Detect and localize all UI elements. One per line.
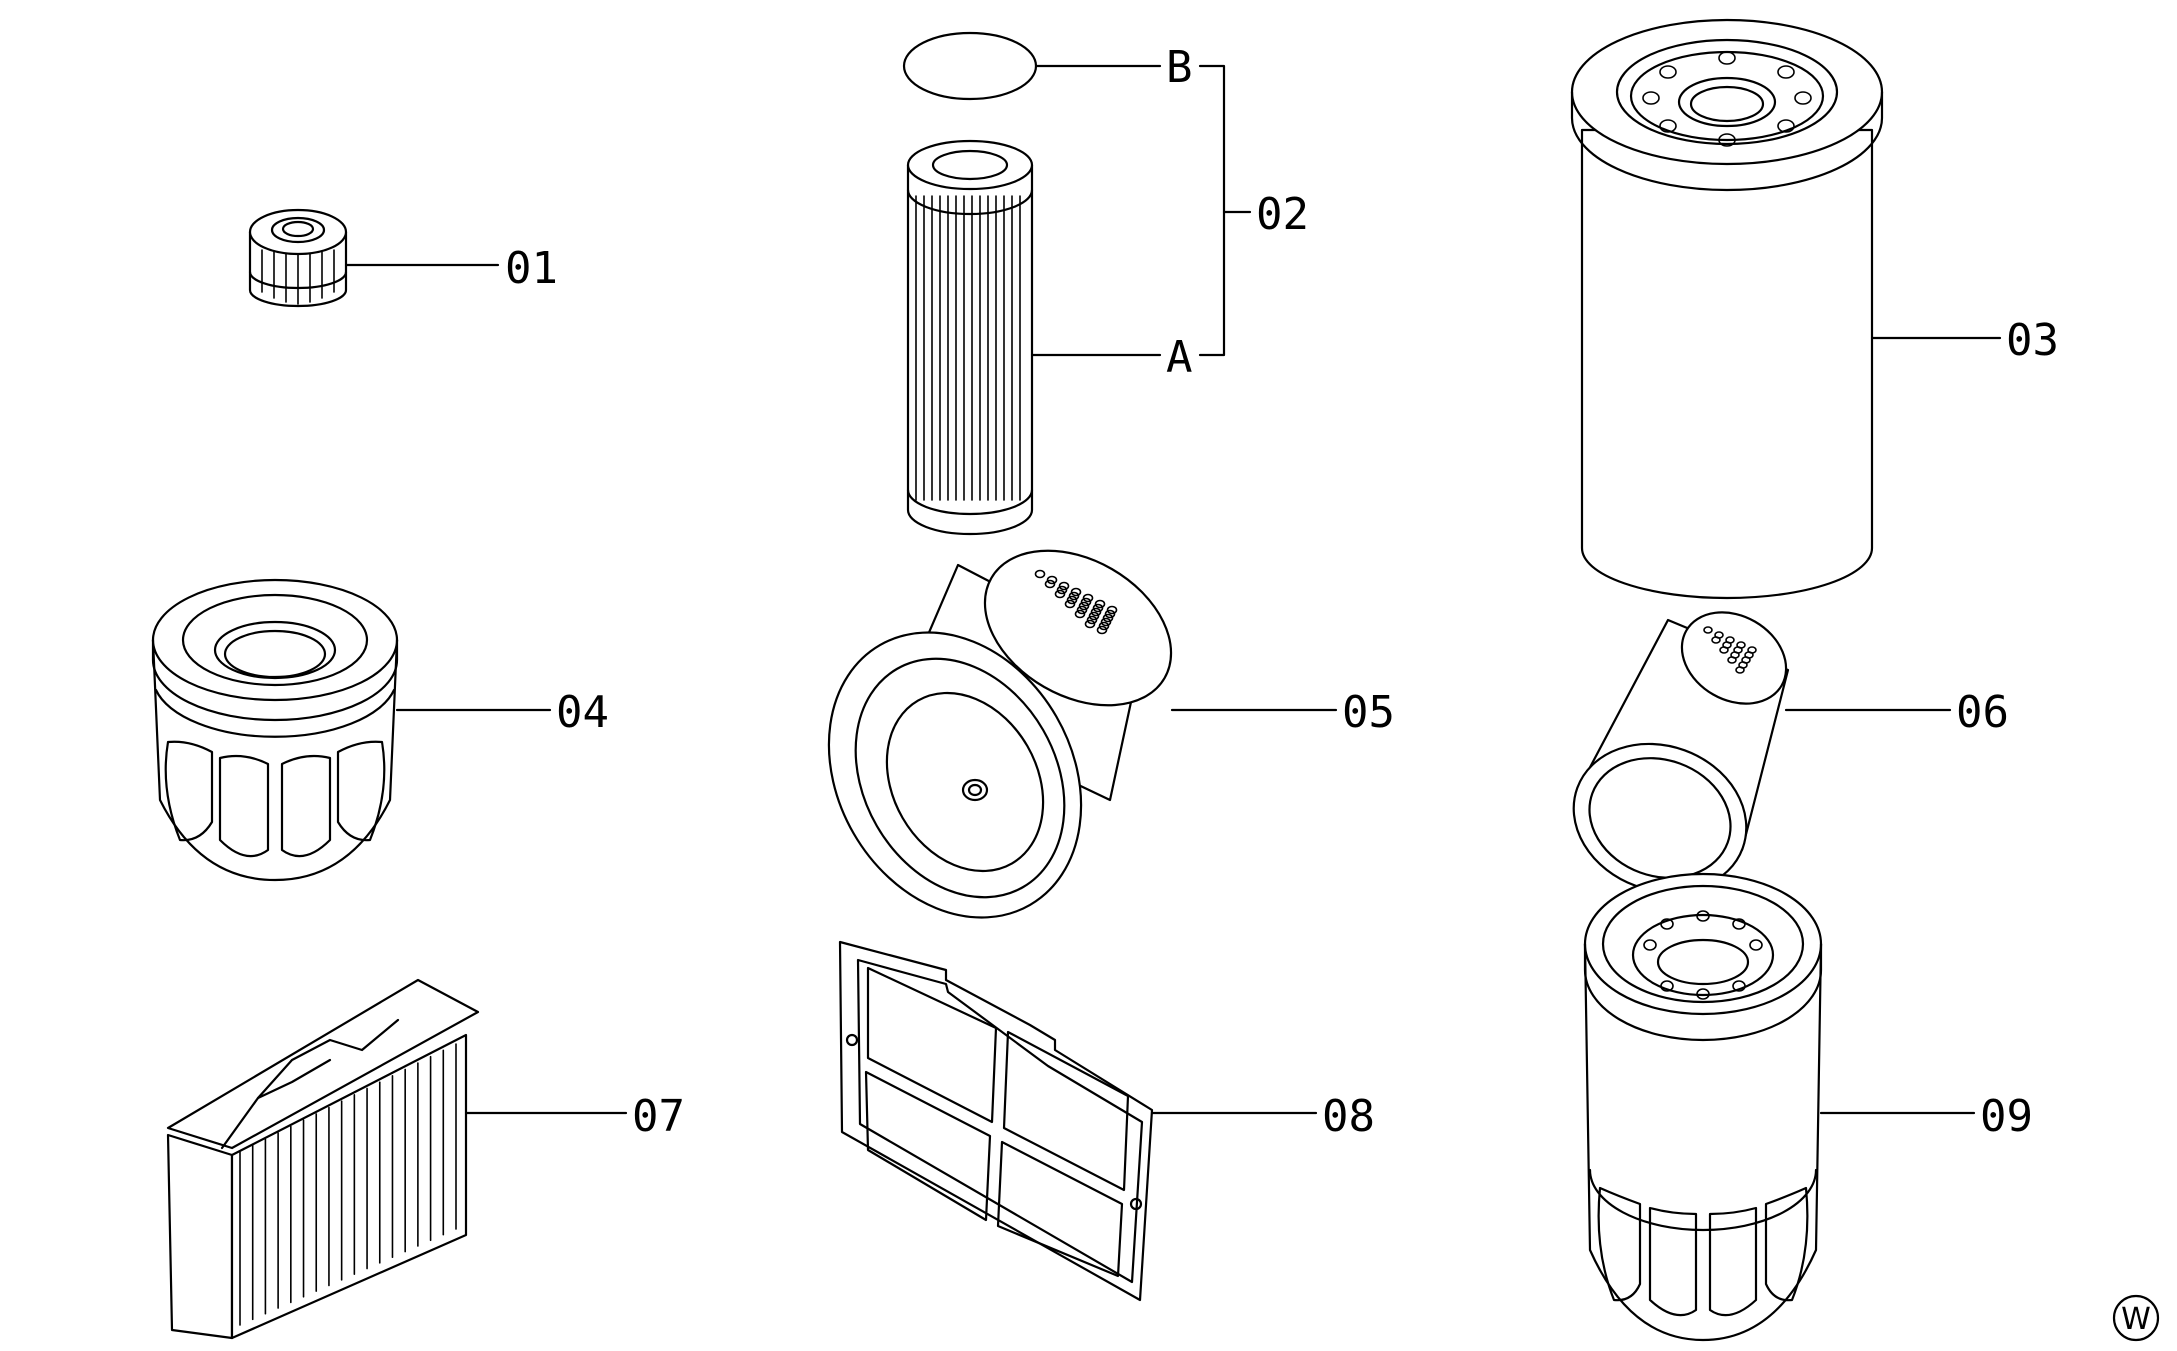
perforation-hole [1034,569,1046,579]
part-08-frame-filter [838,940,1154,1302]
perforation-hole [1102,613,1114,623]
label-02: 02 [1256,189,1309,240]
perforation-hole [1104,609,1116,619]
perforation-hole [1056,585,1068,595]
label-08: 08 [1322,1091,1375,1142]
part-01-small-filter [248,208,348,308]
perforation-hole [1703,626,1713,634]
label-02-b: B [1166,42,1193,93]
perforation-hole [1735,666,1745,674]
label-06: 06 [1956,687,2009,738]
perforation-hole [1080,597,1092,607]
label-03: 03 [2006,315,2059,366]
perforation-hole [1106,605,1118,615]
perforation-hole [1058,581,1070,591]
part-03-spin-on-filter [1570,18,1884,600]
corner-mark-letter: W [2121,1302,2151,1337]
perforation-hole [1082,593,1094,603]
perforation-hole [1086,615,1098,625]
perforation-hole [1044,579,1056,589]
perforation-hole [1092,603,1104,613]
perforation-hole [1074,609,1086,619]
perforation-hole [1088,611,1100,621]
perforation-hole [1100,617,1112,627]
perforation-hole [1046,575,1058,585]
perforation-hole [1066,595,1078,605]
part-02b-gasket [902,31,1038,101]
label-07: 07 [632,1091,685,1142]
perforation-hole [1054,589,1066,599]
part-07-panel-filter [166,978,480,1340]
part-05-air-filter [827,549,1173,919]
part-09-fluted-filter [1583,872,1823,1342]
perforation-hole [1064,599,1076,609]
label-02-a: A [1166,332,1193,383]
perforation-hole [1094,599,1106,609]
perforation-hole [1719,646,1729,654]
perforation-hole [1078,601,1090,611]
perforation-hole [1070,587,1082,597]
perforation-hole [1711,636,1721,644]
perforation-hole [1068,591,1080,601]
label-05: 05 [1342,687,1395,738]
perforation-hole [1084,619,1096,629]
leader-02 [1030,64,1252,357]
part-02a-cartridge [906,139,1034,536]
perforation-hole [1096,625,1108,635]
corner-mark: W [2112,1294,2160,1342]
perforation-hole [1727,656,1737,664]
label-01: 01 [505,243,558,294]
label-09: 09 [1980,1091,2033,1142]
perforation-hole [1076,605,1088,615]
label-04: 04 [556,687,609,738]
perforation-hole [1098,621,1110,631]
part-04-hydraulic-filter [151,578,399,882]
perforation-hole [1090,607,1102,617]
part-06-inner-air-filter [1572,611,1790,894]
